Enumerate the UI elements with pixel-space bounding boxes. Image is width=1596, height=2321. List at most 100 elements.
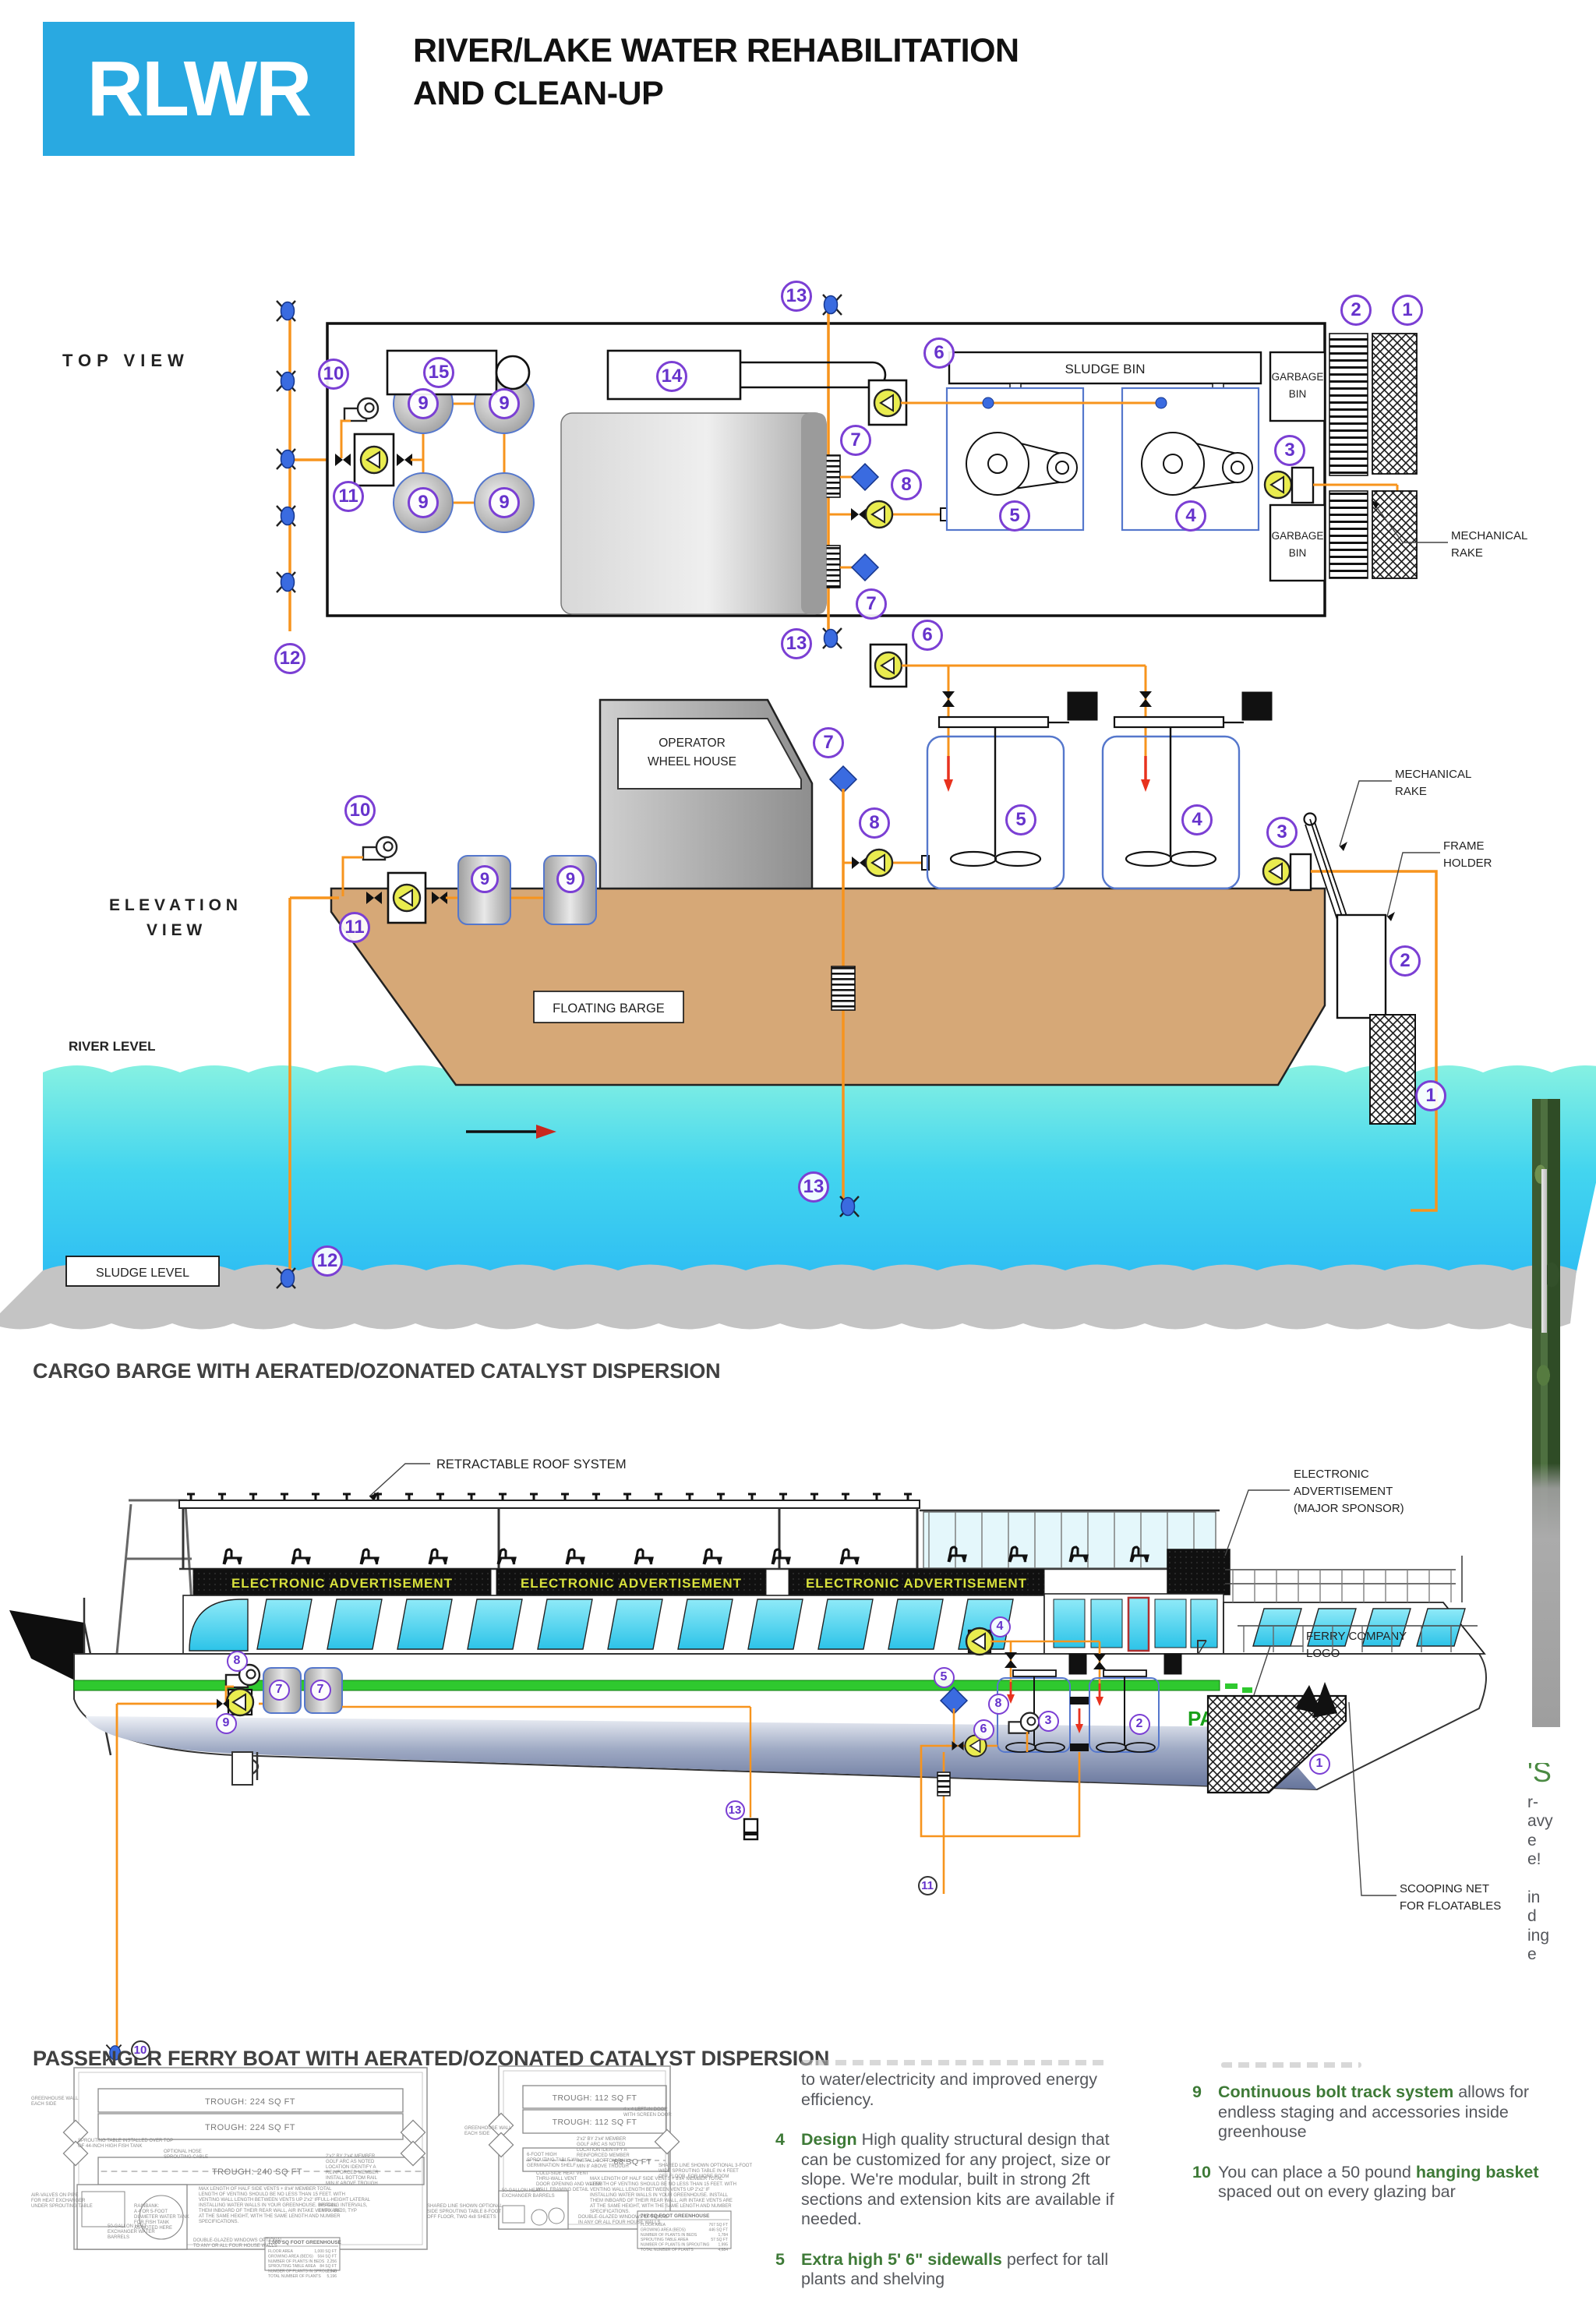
clipped-text-sliver xyxy=(801,2060,1105,2065)
feature-item-10: 10 You can place a 50 pound hanging bask… xyxy=(1192,2162,1539,2202)
floating-barge-label: FLOATING BARGE xyxy=(553,1002,665,1016)
cad-table-row: GROWING AREA (BEDS) xyxy=(268,2254,313,2259)
side-photo-strip xyxy=(1532,1099,1560,1727)
feature-item-9: 9 Continuous bolt track system allows fo… xyxy=(1192,2083,1530,2141)
clipped-line: d xyxy=(1527,1907,1537,1925)
frame-holder-label: FRAME xyxy=(1443,839,1485,853)
clipped-line xyxy=(1527,1870,1596,1888)
cad-table-row: NUMBER OF PLANTS IN BEDS xyxy=(641,2233,697,2238)
trough-label: TROUGH: 112 SQ FT xyxy=(553,2093,637,2103)
sludge-layer xyxy=(0,1264,1577,1330)
cad-table-title: 767 SQ FOOT GREENHOUSE xyxy=(641,2213,710,2219)
river-water xyxy=(43,1065,1596,1300)
cad-table-title: 1,000 SQ FOOT GREENHOUSE xyxy=(268,2240,341,2245)
svg-text:WHEEL HOUSE: WHEEL HOUSE xyxy=(648,755,736,768)
cad-drawing-1: TROUGH: 224 SQ FT TROUGH: 224 SQ FT TROU… xyxy=(62,2067,428,2271)
cad-table-value: 1,000 SQ FT xyxy=(314,2249,337,2254)
cad-table-row: NUMBER OF PLANTS IN SPROUTING xyxy=(268,2270,337,2274)
scooping-net-label: SCOOPING NET xyxy=(1400,1882,1489,1895)
svg-text:LOGO: LOGO xyxy=(1306,1647,1340,1660)
cad-table-row: NUMBER OF PLANTS IN SPROUTING xyxy=(641,2243,709,2248)
svg-text:BIN: BIN xyxy=(1289,388,1307,400)
mechanical-grate xyxy=(1329,333,1368,579)
svg-text:ELECTRONIC ADVERTISEMENT: ELECTRONIC ADVERTISEMENT xyxy=(806,1576,1027,1591)
ferry-diagram: RETRACTABLE ROOF SYSTEM ELECTRONIC ADVER… xyxy=(9,1457,1501,2062)
svg-text:V I E W: V I E W xyxy=(147,921,202,939)
logo-text: RLWR xyxy=(87,44,312,132)
cad-table-value: 4,684 xyxy=(718,2248,728,2252)
garbage-bin-label: GARBAGE xyxy=(1272,530,1324,542)
elevation-label: E L E V A T I O N xyxy=(109,896,238,914)
cargo-barge-caption: CARGO BARGE WITH AERATED/OZONATED CATALY… xyxy=(33,1359,721,1383)
garbage-bin-label: GARBAGE xyxy=(1272,371,1324,383)
clipped-line: avy xyxy=(1527,1812,1553,1830)
electronic-ad-band: ELECTRONIC ADVERTISEMENT ELECTRONIC ADVE… xyxy=(192,1568,1045,1596)
cad-table-value: 767 SQ FT xyxy=(709,2223,728,2227)
electronic-ad-text: ELECTRONIC ADVERTISEMENT xyxy=(231,1576,453,1591)
page-title: RIVER/LAKE WATER REHABILITATION AND CLEA… xyxy=(413,30,1270,115)
ferry-caption: PASSENGER FERRY BOAT WITH AERATED/OZONAT… xyxy=(33,2047,830,2070)
svg-text:TROUGH: 112 SQ FT: TROUGH: 112 SQ FT xyxy=(553,2118,637,2127)
clipped-line: e xyxy=(1527,1945,1537,1963)
cad-table-value: 84 SQ FT xyxy=(320,2264,337,2269)
svg-text:ADVERTISEMENT: ADVERTISEMENT xyxy=(1294,1485,1393,1498)
cad-table-row: TOTAL NUMBER OF PLANTS xyxy=(641,2248,694,2252)
feature-item-4: 4 Design High quality structural design … xyxy=(775,2130,1114,2228)
cad-table-value: 2,256 xyxy=(327,2259,337,2264)
svg-text:BIN: BIN xyxy=(1289,547,1307,559)
cad-table-value: 2,940 xyxy=(327,2270,337,2274)
cad-table-value: 5,196 xyxy=(327,2274,337,2279)
cad-table-value: 1,784 xyxy=(718,2233,728,2238)
sludge-bin-label: SLUDGE BIN xyxy=(1065,362,1146,376)
svg-text:(MAJOR SPONSOR): (MAJOR SPONSOR) xyxy=(1294,1502,1404,1515)
clipped-line: r- xyxy=(1527,1793,1538,1811)
mechanical-rake xyxy=(1372,333,1418,579)
operator-label: OPERATOR xyxy=(659,737,726,750)
cad-table-value: 564 SQ FT xyxy=(318,2254,337,2259)
major-sponsor-panel xyxy=(1167,1549,1231,1595)
clipped-heading: 'S xyxy=(1527,1763,1552,1788)
svg-text:FOR FLOATABLES: FOR FLOATABLES xyxy=(1400,1899,1501,1913)
svg-text:RAKE: RAKE xyxy=(1395,785,1427,798)
floatables-net xyxy=(1369,1014,1416,1125)
cad-table-row: GROWING AREA (BEDS) xyxy=(641,2227,686,2232)
mechanical-rake-label: MECHANICAL xyxy=(1451,529,1527,542)
cad-table-row: TOTAL NUMBER OF PLANTS xyxy=(268,2274,321,2279)
elevation-view-diagram: E L E V A T I O N V I E W RIVER LEVEL FL… xyxy=(0,643,1596,1330)
cad-table-row: SPROUTING TABLE AREA xyxy=(268,2264,316,2269)
cad-table-row: FLOOR AREA xyxy=(641,2223,666,2227)
svg-text:TROUGH: 240 SQ FT: TROUGH: 240 SQ FT xyxy=(212,2167,302,2177)
clipped-line: in xyxy=(1527,1888,1541,1906)
svg-text:TROUGH: 224 SQ FT: TROUGH: 224 SQ FT xyxy=(205,2123,295,2132)
cad-table-row: NUMBER OF PLANTS IN BEDS xyxy=(268,2259,325,2264)
feature-column-left: to water/electricity and improved energy… xyxy=(775,2070,1122,2290)
feature-item-5: 5 Extra high 5' 6" sidewalls perfect for… xyxy=(775,2249,1109,2289)
svg-text:88 SQ FT: 88 SQ FT xyxy=(614,2157,652,2167)
clipped-line: e! xyxy=(1527,1850,1541,1868)
top-view-diagram: TOP VIEW xyxy=(62,293,1527,650)
cad-table-value: 446 SQ FT xyxy=(709,2227,728,2232)
rlwr-logo: RLWR xyxy=(43,22,355,156)
stern-flag xyxy=(9,1610,84,1685)
sludge-level-label: SLUDGE LEVEL xyxy=(96,1266,189,1280)
clipped-text-sliver xyxy=(1221,2062,1361,2068)
clipped-line: e xyxy=(1527,1831,1537,1849)
cad-table-row: SPROUTING TABLE AREA xyxy=(641,2238,689,2242)
photo-post xyxy=(1541,1169,1547,1333)
cad-annotation: MAX LENGTH OF HALF SIDE VENTS + 8'x4' ME… xyxy=(199,2187,345,2224)
